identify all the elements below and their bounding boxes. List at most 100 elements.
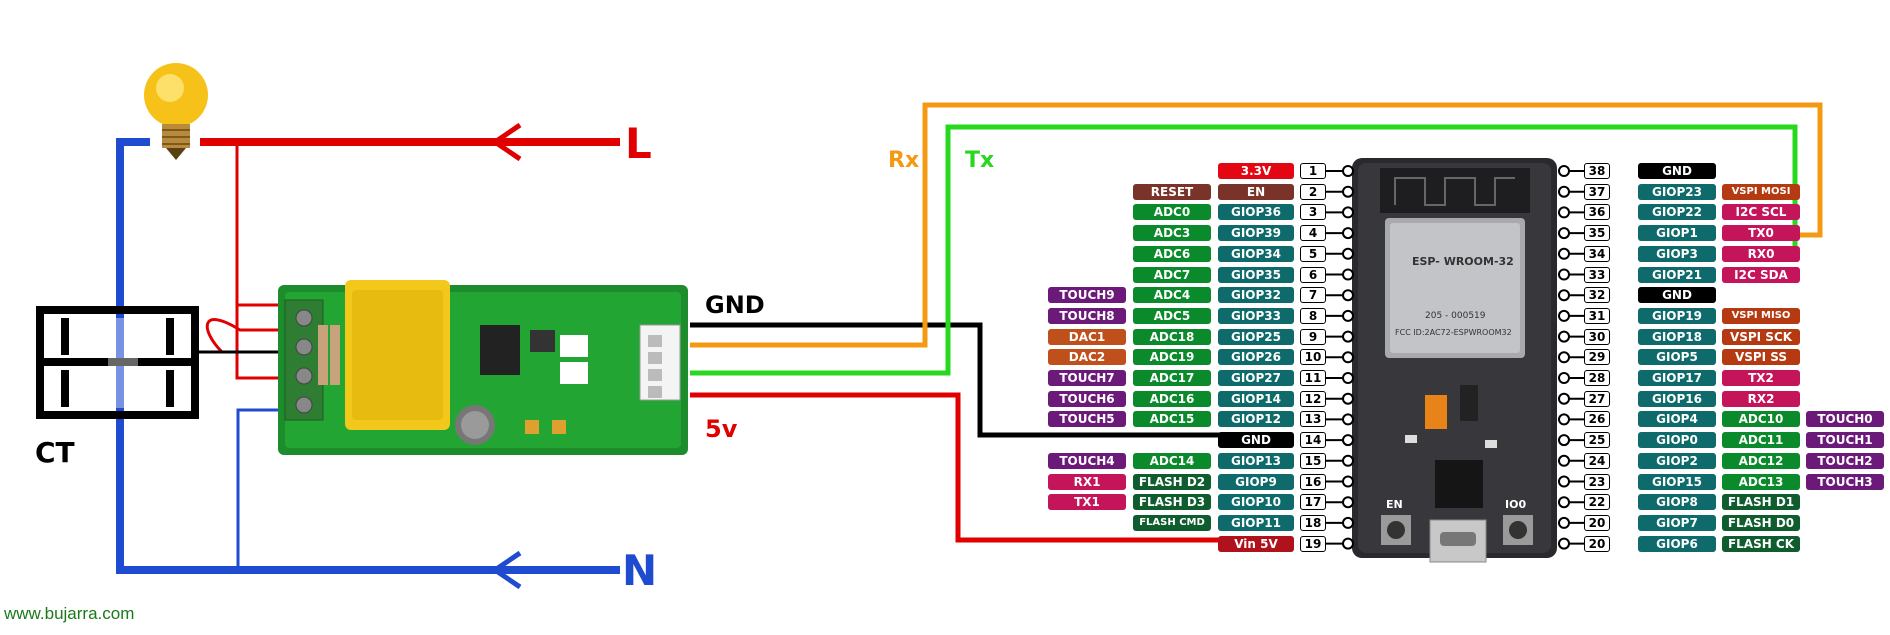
right-pin-header-13	[1558, 413, 1570, 426]
right-pin-14-label-1: GIOP0	[1638, 432, 1716, 449]
left-pin-5-label-1: GIOP34	[1218, 245, 1294, 262]
right-pin-number-2: 37	[1584, 183, 1610, 200]
left-pin-18-label-2: FLASH CMD	[1133, 514, 1211, 531]
left-pin-header-7	[1342, 289, 1354, 302]
right-pin-header-16	[1558, 475, 1570, 488]
left-pin-7-label-3: TOUCH9	[1048, 287, 1126, 304]
left-pin-header-13	[1342, 413, 1354, 426]
left-pin-2-label-2: RESET	[1133, 183, 1211, 200]
live-label: L	[625, 119, 652, 168]
left-pin-8-label-3: TOUCH8	[1048, 307, 1126, 324]
right-pin-8-label-1: GIOP19	[1638, 307, 1716, 324]
gnd-wire	[690, 322, 1220, 438]
left-pin-number-11: 11	[1300, 370, 1326, 386]
left-pin-11-label-2: ADC17	[1133, 370, 1211, 386]
right-pin-header-3	[1558, 206, 1570, 219]
right-pin-10-label-2: VSPI SS	[1722, 349, 1800, 366]
right-pin-14-label-2: ADC11	[1722, 432, 1800, 449]
left-pin-8-label-2: ADC5	[1133, 307, 1211, 324]
right-pin-6-label-2: I2C SDA	[1722, 266, 1800, 283]
left-pin-10-label-1: GIOP26	[1218, 349, 1294, 366]
right-pin-header-18	[1558, 516, 1570, 529]
right-pin-header-9	[1558, 330, 1570, 343]
left-pin-header-12	[1342, 392, 1354, 405]
neutral-sense-wire	[236, 408, 285, 570]
left-pin-11-label-1: GIOP27	[1218, 370, 1294, 386]
right-pin-17-label-1: GIOP8	[1638, 494, 1716, 511]
ct-red-wire	[205, 318, 285, 354]
right-pin-number-1: 38	[1584, 163, 1610, 179]
right-pin-13-label-1: GIOP4	[1638, 411, 1716, 428]
right-pin-10-label-1: GIOP5	[1638, 349, 1716, 366]
left-pin-header-8	[1342, 309, 1354, 322]
right-pin-header-5	[1558, 247, 1570, 260]
left-pin-number-2: 2	[1300, 183, 1326, 200]
right-pin-3-label-1: GIOP22	[1638, 204, 1716, 221]
left-pin-4-label-1: GIOP39	[1218, 225, 1294, 242]
right-pin-17-label-2: FLASH D1	[1722, 494, 1800, 511]
left-pin-13-label-3: TOUCH5	[1048, 411, 1126, 428]
right-pin-13-label-2: ADC10	[1722, 411, 1800, 428]
left-pin-number-9: 9	[1300, 328, 1326, 345]
right-pin-number-3: 36	[1584, 204, 1610, 221]
left-pin-16-label-3: RX1	[1048, 473, 1126, 490]
right-pin-15-label-2: ADC12	[1722, 452, 1800, 469]
right-pin-12-label-2: RX2	[1722, 390, 1800, 407]
footer-url: www.bujarra.com	[4, 604, 135, 623]
right-pin-4-label-1: GIOP1	[1638, 225, 1716, 242]
right-pin-16-label-2: ADC13	[1722, 473, 1800, 490]
neutral-label: N	[622, 546, 657, 595]
right-pin-2-label-2: VSPI MOSI	[1722, 183, 1800, 200]
left-pin-number-7: 7	[1300, 287, 1326, 304]
right-pin-16-label-3: TOUCH3	[1806, 473, 1884, 490]
rx-label: Rx	[888, 148, 919, 173]
left-pin-15-label-2: ADC14	[1133, 452, 1211, 469]
right-pin-number-16: 23	[1584, 473, 1610, 490]
left-pin-number-16: 16	[1300, 473, 1326, 490]
right-pin-number-10: 29	[1584, 349, 1610, 366]
left-pin-16-label-2: FLASH D2	[1133, 473, 1211, 490]
current-transformer	[36, 306, 199, 419]
right-pin-19-label-1: GIOP6	[1638, 535, 1716, 552]
right-pin-number-7: 32	[1584, 287, 1610, 304]
right-pin-3-label-2: I2C SCL	[1722, 204, 1800, 221]
left-pin-8-label-1: GIOP33	[1218, 307, 1294, 324]
right-pin-header-17	[1558, 496, 1570, 509]
module-cert: 205 - 000519	[1425, 311, 1486, 321]
right-pin-13-label-3: TOUCH0	[1806, 411, 1884, 428]
right-pin-2-label-1: GIOP23	[1638, 183, 1716, 200]
right-pin-9-label-1: GIOP18	[1638, 328, 1716, 345]
left-pin-7-label-2: ADC4	[1133, 287, 1211, 304]
left-pin-number-13: 13	[1300, 411, 1326, 428]
right-pin-number-13: 26	[1584, 411, 1610, 428]
left-pin-1-label-1: 3.3V	[1218, 163, 1294, 179]
io0-button-label: IO0	[1505, 498, 1526, 511]
left-pin-number-18: 18	[1300, 514, 1326, 531]
left-pin-number-4: 4	[1300, 225, 1326, 242]
right-pin-header-8	[1558, 309, 1570, 322]
left-pin-number-3: 3	[1300, 204, 1326, 221]
left-pin-3-label-2: ADC0	[1133, 204, 1211, 221]
right-pin-12-label-1: GIOP16	[1638, 390, 1716, 407]
left-pin-2-label-1: EN	[1218, 183, 1294, 200]
right-pin-number-11: 28	[1584, 370, 1610, 386]
right-pin-15-label-1: GIOP2	[1638, 452, 1716, 469]
left-pin-header-5	[1342, 247, 1354, 260]
right-pin-7-label-1: GND	[1638, 287, 1716, 304]
left-pin-header-19	[1342, 537, 1354, 550]
esp32-board	[1352, 158, 1557, 563]
left-pin-17-label-1: GIOP10	[1218, 494, 1294, 511]
left-pin-9-label-2: ADC18	[1133, 328, 1211, 345]
right-pin-5-label-1: GIOP3	[1638, 245, 1716, 262]
right-pin-number-19: 20	[1584, 535, 1610, 552]
light-bulb-icon	[144, 63, 208, 160]
right-pin-header-4	[1558, 227, 1570, 240]
left-pin-header-15	[1342, 454, 1354, 467]
module-name: ESP- WROOM-32	[1412, 255, 1514, 268]
left-pin-17-label-3: TX1	[1048, 494, 1126, 511]
left-pin-4-label-2: ADC3	[1133, 225, 1211, 242]
left-pin-header-2	[1342, 185, 1354, 198]
left-pin-header-16	[1342, 475, 1354, 488]
right-pin-number-5: 34	[1584, 245, 1610, 262]
